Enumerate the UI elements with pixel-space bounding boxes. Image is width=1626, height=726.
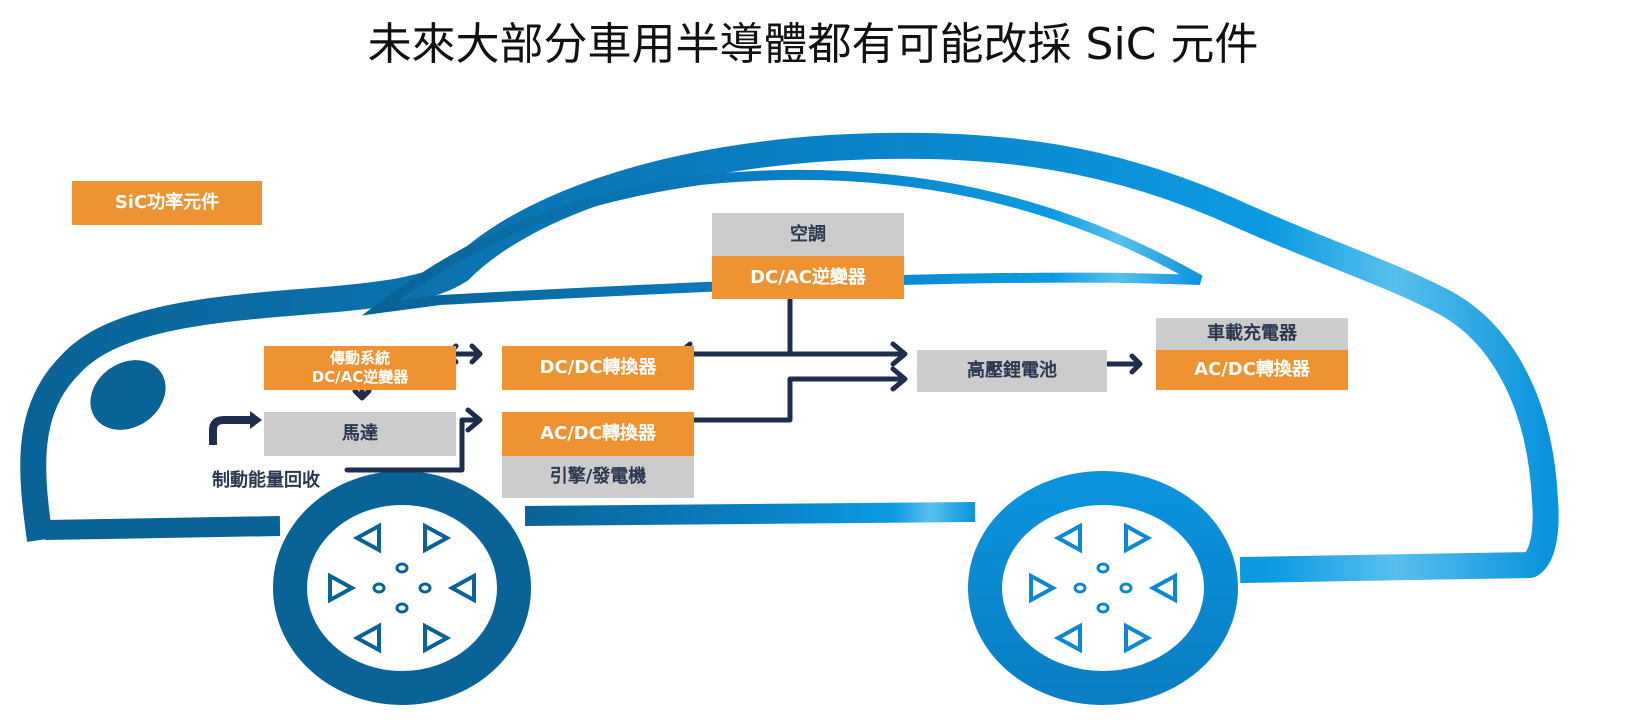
hub-lug-nut xyxy=(395,562,409,574)
hub-lug-nut xyxy=(372,582,386,594)
box-onboard-charger: 車載充電器 xyxy=(1156,318,1348,350)
hub-spoke-triangle xyxy=(352,522,381,554)
hub-spoke-triangle xyxy=(1124,622,1153,654)
box-motor: 馬達 xyxy=(264,412,456,456)
legend-sic-power-device: SiC功率元件 xyxy=(72,181,262,225)
hub-lug-nut xyxy=(1119,582,1133,594)
arrow-regen-head xyxy=(250,411,262,429)
arrow-to-battery-top xyxy=(890,341,908,367)
charger-acdc-label: AC/DC轉換器 xyxy=(1194,359,1310,380)
arrow-battery-to-dcdc xyxy=(675,341,896,367)
car-body-outline xyxy=(20,132,1559,583)
box-dcdc-converter: DC/DC轉換器 xyxy=(502,346,694,390)
arrow-acdc-to-battery xyxy=(669,366,908,423)
headlight xyxy=(90,360,166,430)
box-engine-generator: 引擎/發電機 xyxy=(502,456,694,498)
drive-inverter-line1: 傳動系統 xyxy=(329,349,390,367)
rocker-middle xyxy=(524,502,976,526)
box-charger-acdc-converter: AC/DC轉換器 xyxy=(1156,350,1348,390)
hub-spoke-triangle xyxy=(1124,522,1153,554)
engine-label: 引擎/發電機 xyxy=(549,466,647,487)
charger-label: 車載充電器 xyxy=(1207,323,1297,344)
rocker-front xyxy=(44,516,281,540)
aircon-inverter-label: DC/AC逆變器 xyxy=(750,266,866,288)
arrow-regen-to-acdc xyxy=(344,407,483,473)
hub-lug-nut xyxy=(1096,602,1110,614)
hub-spoke-triangle xyxy=(1053,622,1082,654)
hub-spoke-triangle xyxy=(423,622,452,654)
acdc-engine-label: AC/DC轉換器 xyxy=(540,423,656,444)
hub-spoke-triangle xyxy=(447,572,476,604)
hub-lug-nut xyxy=(1096,562,1110,574)
regen-braking-label: 制動能量回收 xyxy=(212,470,320,491)
hub-spoke-triangle xyxy=(423,522,452,554)
hub-lug-nut xyxy=(1073,582,1087,594)
box-acdc-converter-engine: AC/DC轉換器 xyxy=(502,412,694,456)
box-air-conditioner: 空調 xyxy=(712,213,904,256)
battery-label: 高壓鋰電池 xyxy=(967,360,1057,381)
motor-label: 馬達 xyxy=(342,423,378,444)
rear-wheel xyxy=(968,471,1238,705)
box-hv-lithium-battery: 高壓鋰電池 xyxy=(917,350,1107,392)
hub-lug-nut xyxy=(395,602,409,614)
hub-spoke-triangle xyxy=(1148,572,1177,604)
arrow-regen-to-motor xyxy=(209,416,252,445)
front-wheel xyxy=(273,471,531,705)
box-aircon-inverter: DC/AC逆變器 xyxy=(712,256,904,299)
hub-lug-nut xyxy=(418,582,432,594)
drive-inverter-line2: DC/AC逆變器 xyxy=(311,368,409,386)
aircon-label: 空調 xyxy=(790,223,826,245)
hub-spoke-triangle xyxy=(328,572,357,604)
hub-spoke-triangle xyxy=(352,622,381,654)
page-title: 未來大部分車用半導體都有可能改採 SiC 元件 xyxy=(367,19,1259,70)
box-drive-system-inverter: 傳動系統 DC/AC逆變器 xyxy=(264,346,456,390)
legend-label: SiC功率元件 xyxy=(114,192,220,213)
dcdc-label: DC/DC轉換器 xyxy=(539,357,657,378)
hub-spoke-triangle xyxy=(1029,572,1058,604)
hub-spoke-triangle xyxy=(1053,522,1082,554)
